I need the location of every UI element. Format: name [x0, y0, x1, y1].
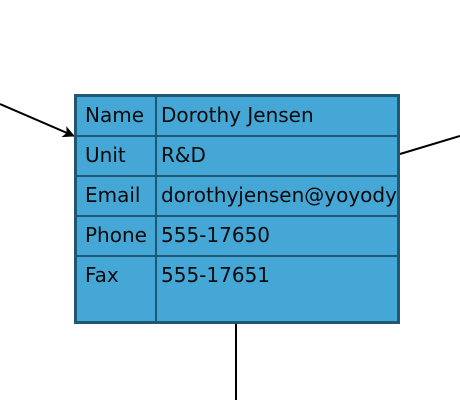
row-label-name: Name — [85, 103, 145, 127]
card-row-phone: Phone 555-17650 — [77, 217, 397, 257]
column-divider — [155, 97, 157, 321]
card-row-unit: Unit R&D — [77, 137, 397, 177]
card-row-name: Name Dorothy Jensen — [77, 97, 397, 137]
row-label-email: Email — [85, 183, 141, 207]
row-label-phone: Phone — [85, 223, 147, 247]
incoming-arrow — [0, 103, 75, 138]
card-row-fax: Fax 555-17651 — [77, 257, 397, 295]
card-row-email: Email dorothyjensen@yoyodyne.com — [77, 177, 397, 217]
row-label-unit: Unit — [85, 143, 126, 167]
row-value-unit: R&D — [161, 143, 206, 167]
row-value-name: Dorothy Jensen — [161, 103, 314, 127]
row-value-phone: 555-17650 — [161, 223, 271, 247]
contact-card[interactable]: Name Dorothy Jensen Unit R&D Email dorot… — [74, 94, 400, 324]
outgoing-connector-right — [399, 135, 460, 155]
row-label-fax: Fax — [85, 263, 119, 287]
row-value-email: dorothyjensen@yoyodyne.com — [161, 183, 397, 207]
row-value-fax: 555-17651 — [161, 263, 271, 287]
